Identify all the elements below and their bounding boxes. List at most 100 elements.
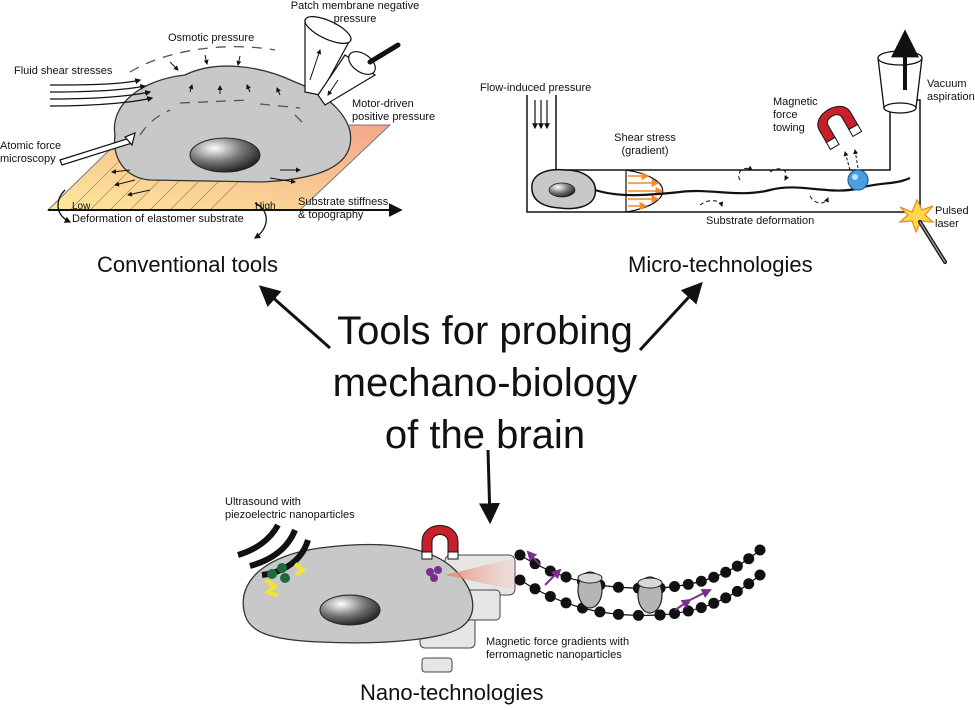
label-shear-line-1: Shear stress <box>614 132 676 144</box>
motor-pipette <box>317 42 401 106</box>
substrate-motion-arrows <box>699 165 829 207</box>
label-vacuum: Vacuum aspiration <box>927 78 975 104</box>
flow-inlet-arrows <box>532 100 550 130</box>
chain-bead <box>743 553 755 565</box>
chain-bead <box>731 560 743 572</box>
magnetic-bead-highlight <box>852 174 858 180</box>
label-patch-line-1: Patch membrane negative <box>290 0 420 12</box>
label-ultrasound-line-2: piezoelectric nanoparticles <box>225 509 355 521</box>
chain-bead <box>682 578 694 590</box>
nano-force-arrows <box>526 550 712 611</box>
label-stiffness-line-2: & topography <box>298 209 364 221</box>
label-deformation: Deformation of elastomer substrate <box>72 213 244 225</box>
chain-bead <box>669 581 681 593</box>
chain-bead <box>743 578 755 590</box>
chain-bead <box>560 571 572 583</box>
label-pulsed-laser: Pulsed laser <box>935 205 969 231</box>
label-vacuum-line-2: aspiration <box>927 91 975 103</box>
chain-bead <box>708 571 720 583</box>
chain-bead <box>754 569 766 581</box>
label-towing-line-2: force <box>773 109 798 121</box>
label-patch-line-2: pressure <box>333 13 377 25</box>
chain-bead <box>695 602 707 614</box>
ion-channel-1 <box>577 571 603 609</box>
patch-pipette <box>304 16 352 96</box>
label-stiffness-line-1: Substrate stiffness <box>298 196 389 208</box>
pulsed-laser <box>898 198 947 264</box>
label-motor-line-1: Motor-driven <box>352 98 414 110</box>
chain-bead <box>514 549 526 561</box>
label-low: Low <box>72 201 91 212</box>
nano-plate-3 <box>421 657 453 673</box>
nano-panel <box>237 523 766 673</box>
magnet-nano <box>421 525 459 560</box>
cell-nucleus <box>189 137 261 173</box>
chain-bead <box>731 585 743 597</box>
label-afm-line-1: Atomic force <box>0 140 62 152</box>
deformation-arrow-left <box>57 189 72 223</box>
label-substrate-stiffness: Substrate stiffness & topography <box>298 196 388 222</box>
osmotic-dashes <box>129 46 306 136</box>
label-shear-stress: Shear stress (gradient) <box>600 132 690 158</box>
arrow-to-micro <box>638 281 703 352</box>
micro-cell-nucleus <box>548 182 576 198</box>
deformable-fibre <box>594 176 911 197</box>
deformation-arrow-right <box>253 202 267 239</box>
nano-cell <box>242 543 474 644</box>
afm-probe <box>59 132 136 166</box>
section-title-micro: Micro-technologies <box>628 252 813 277</box>
chain-bead <box>695 575 707 587</box>
conventional-panel <box>46 16 403 239</box>
label-motor-pressure: Motor-driven positive pressure <box>352 98 435 124</box>
label-flow-pressure: Flow-induced pressure <box>480 82 592 94</box>
label-towing-line-1: Magnetic <box>773 96 818 108</box>
cell-body <box>113 65 352 183</box>
chain-bead <box>612 581 624 593</box>
label-shear-line-2: (gradient) <box>621 145 669 157</box>
piezo-nanoparticles <box>263 562 307 598</box>
shear-profile <box>625 169 664 213</box>
label-high: High <box>255 201 276 212</box>
micro-panel <box>526 29 947 264</box>
label-laser-line-2: laser <box>935 218 959 230</box>
chain-bead <box>708 597 720 609</box>
label-ultrasound: Ultrasound with piezoelectric nanopartic… <box>225 496 355 522</box>
label-magnetic-towing: Magnetic force towing <box>773 96 818 135</box>
chain-bead <box>612 608 624 620</box>
center-title-line-3: of the brain <box>384 413 586 457</box>
label-gradients-line-2: ferromagnetic nanoparticles <box>486 649 622 661</box>
section-title-nano: Nano-technologies <box>360 680 544 705</box>
osmotic-arrows <box>169 54 281 96</box>
ion-channel-2 <box>637 576 663 614</box>
vacuum-pipette <box>877 29 923 114</box>
ferromagnetic-nanoparticles <box>426 566 442 582</box>
magnetic-bead <box>847 169 869 191</box>
label-vacuum-line-1: Vacuum <box>927 78 967 90</box>
chain-bead <box>669 607 681 619</box>
chain-bead <box>594 606 606 618</box>
fluid-shear-arrows <box>49 78 154 107</box>
chain-bead <box>754 544 766 556</box>
label-afm: Atomic force microscopy <box>0 140 61 166</box>
label-laser-line-1: Pulsed <box>935 205 969 217</box>
chain-bead <box>544 590 556 602</box>
label-afm-line-2: microscopy <box>0 153 56 165</box>
chain-bead <box>632 609 644 621</box>
label-gradients-line-1: Magnetic force gradients with <box>486 636 630 648</box>
label-ultrasound-line-1: Ultrasound with <box>225 496 301 508</box>
label-patch-pressure: Patch membrane negative pressure <box>285 0 425 26</box>
label-osmotic-pressure: Osmotic pressure <box>168 32 255 44</box>
label-magnetic-gradients: Magnetic force gradients with ferromagne… <box>486 636 629 662</box>
chain-bead <box>720 566 732 578</box>
chain-bead <box>514 574 526 586</box>
arrow-to-nano <box>479 449 501 525</box>
magnet-micro <box>817 106 863 151</box>
chain-bead <box>654 609 666 621</box>
magnetic-pull-arrows <box>843 149 859 171</box>
nano-cell-nucleus <box>319 594 381 626</box>
chain-bead <box>682 605 694 617</box>
arrow-to-conventional <box>258 285 331 350</box>
label-towing-line-3: towing <box>773 122 805 134</box>
label-fluid-shear: Fluid shear stresses <box>14 65 113 77</box>
